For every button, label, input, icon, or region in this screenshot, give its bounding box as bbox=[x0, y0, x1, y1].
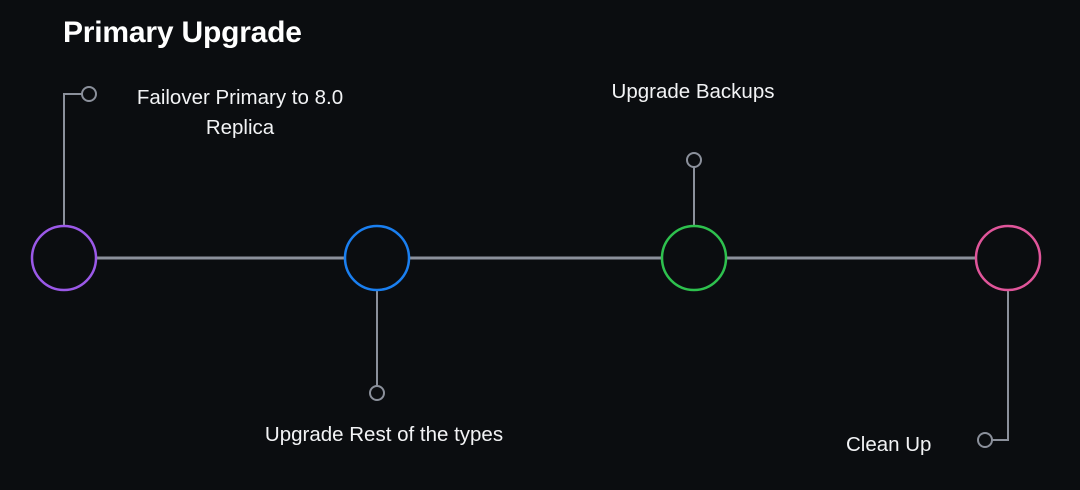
connector-stubs bbox=[63, 93, 1009, 441]
marker-circles bbox=[81, 86, 993, 448]
node-label-upgrade-backups: Upgrade Backups bbox=[611, 80, 775, 103]
marker-failover-primary bbox=[81, 86, 97, 102]
marker-clean-up bbox=[977, 432, 993, 448]
page-title: Primary Upgrade bbox=[63, 16, 302, 49]
node-upgrade-backups bbox=[660, 224, 728, 292]
connector-clean-up bbox=[992, 290, 1009, 441]
marker-upgrade-rest-of-types bbox=[369, 385, 385, 401]
node-label-failover-primary: Failover Primary to 8.0 Replica bbox=[136, 86, 344, 139]
node-label-clean-up: Clean Up bbox=[846, 433, 932, 456]
node-clean-up bbox=[974, 224, 1042, 292]
node-failover-primary bbox=[30, 224, 98, 292]
node-upgrade-rest-of-types bbox=[343, 224, 411, 292]
node-label-upgrade-rest-of-types: Upgrade Rest of the types bbox=[264, 423, 504, 446]
marker-upgrade-backups bbox=[686, 152, 702, 168]
connector-failover-primary bbox=[63, 93, 82, 226]
timeline-nodes bbox=[30, 224, 1042, 292]
